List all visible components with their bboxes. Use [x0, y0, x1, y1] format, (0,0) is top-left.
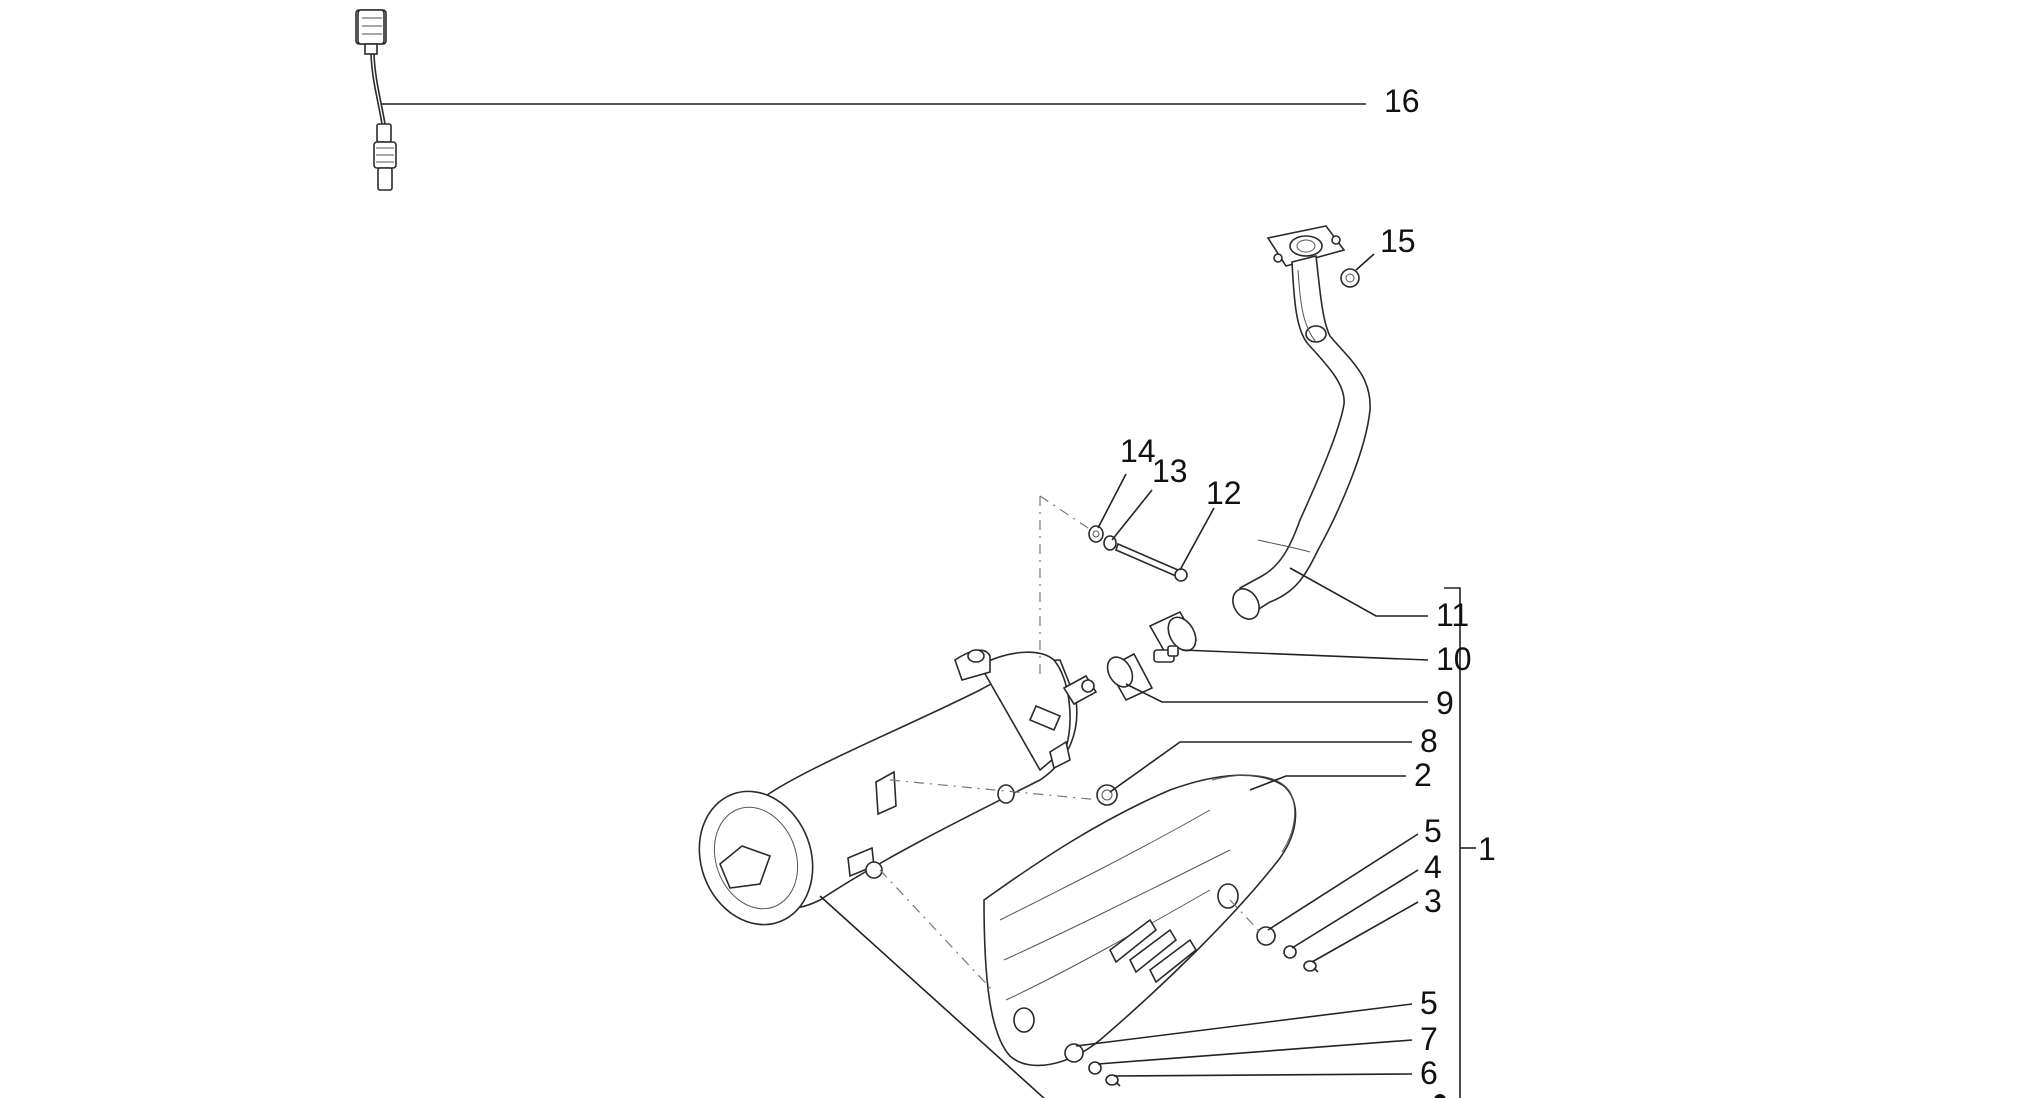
callout-4: 4: [1424, 849, 1442, 885]
callout-1: 1: [1478, 831, 1496, 867]
screw-upper: [1303, 960, 1319, 973]
callout-14: 14: [1120, 433, 1156, 469]
heat-shield: [983, 774, 1297, 1067]
exhaust-pipe: [1232, 225, 1371, 620]
callout-5-lower: 5: [1420, 985, 1438, 1021]
flange-nut: [1340, 268, 1360, 288]
pipe-clamp: [1148, 610, 1198, 663]
assembly-lines: [879, 495, 1263, 993]
assembly-marker-dot: [1434, 1094, 1446, 1098]
bushing-lower: [1064, 1043, 1084, 1063]
callout-9: 9: [1436, 685, 1454, 721]
mounting-bolt: [1115, 542, 1188, 582]
screw-lower: [1105, 1074, 1121, 1087]
bushing-upper: [1256, 926, 1276, 946]
flat-washer: [1088, 525, 1104, 543]
washer-upper: [1283, 945, 1297, 959]
callout-5-upper: 5: [1424, 813, 1442, 849]
callout-6: 6: [1420, 1055, 1438, 1091]
callout-3: 3: [1424, 883, 1442, 919]
callout-12: 12: [1206, 475, 1242, 511]
oxygen-sensor: [355, 9, 397, 191]
callout-2: 2: [1414, 757, 1432, 793]
callout-16: 16: [1384, 83, 1420, 119]
callout-13: 13: [1152, 453, 1188, 489]
rubber-grommet: [1096, 784, 1118, 806]
callout-labels: 16 15 14 13 12 11 10 9 8 2 5 4 3 1 5 7 6: [1120, 83, 1496, 1091]
leader-lines: [382, 103, 1476, 1098]
callout-10: 10: [1436, 641, 1472, 677]
callout-7: 7: [1420, 1021, 1438, 1057]
callout-15: 15: [1380, 223, 1416, 259]
callout-8: 8: [1420, 723, 1438, 759]
muffler: [698, 649, 1098, 926]
washer-lower: [1088, 1061, 1102, 1075]
callout-11: 11: [1436, 597, 1469, 633]
